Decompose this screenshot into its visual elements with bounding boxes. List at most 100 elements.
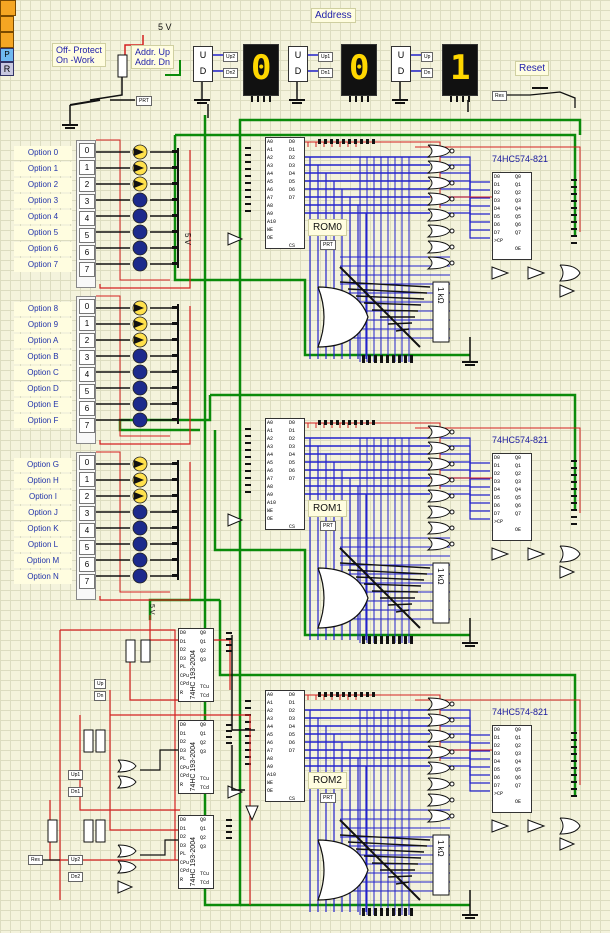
switch-key[interactable]: 4 <box>79 211 95 226</box>
switch-key[interactable]: 3 <box>79 506 95 521</box>
counter-tag[interactable]: Dn1 <box>68 787 84 797</box>
switch-key[interactable]: 5 <box>79 384 95 399</box>
pin-tick <box>360 420 363 425</box>
pin-tick <box>172 418 178 421</box>
resistor <box>47 819 58 843</box>
counter-tag[interactable]: Up1 <box>68 770 84 780</box>
power-node[interactable] <box>0 16 14 32</box>
or-gate <box>426 537 451 551</box>
switch-key[interactable]: 4 <box>79 367 95 382</box>
dip-switch[interactable]: 0 1 2 3 4 5 6 7 <box>76 296 96 444</box>
latch-pin-label: D7 <box>494 783 501 789</box>
pin-tick <box>172 214 178 217</box>
dip-switch[interactable]: 0 1 2 3 4 5 6 7 <box>76 452 96 600</box>
counter-pin-label: Q1 <box>200 826 207 832</box>
r-button[interactable]: R <box>0 62 14 76</box>
option-label: Option A <box>14 334 72 348</box>
counter-tag[interactable]: Up <box>421 52 434 62</box>
pin-tick <box>372 139 375 144</box>
switch-key[interactable]: 7 <box>79 262 95 277</box>
pin-tick <box>342 692 345 697</box>
prt-tag[interactable]: PRT <box>320 240 336 250</box>
latch-pin-label: D2 <box>494 471 501 477</box>
switch-key[interactable]: 1 <box>79 316 95 331</box>
option-label: Option 0 <box>14 146 72 160</box>
counter-tag[interactable]: Dn2 <box>223 68 239 78</box>
pin-tick <box>571 788 577 790</box>
or-gate <box>426 713 451 727</box>
pin-tick <box>245 477 251 479</box>
option-label: Option E <box>14 398 72 412</box>
prt-tag[interactable]: PRT <box>136 96 152 106</box>
switch-key[interactable]: 2 <box>79 333 95 348</box>
power-node[interactable] <box>0 0 16 16</box>
switch-key[interactable]: 6 <box>79 245 95 260</box>
switch-key[interactable]: 2 <box>79 177 95 192</box>
switch-key[interactable]: 0 <box>79 455 95 470</box>
switch-key[interactable]: 0 <box>79 299 95 314</box>
bus-wire <box>165 60 181 76</box>
gate-bubble <box>449 733 455 739</box>
pin-tick <box>324 692 327 697</box>
pin-tick <box>263 94 265 102</box>
switch-key[interactable]: 5 <box>79 228 95 243</box>
latch-pin-label: D0 <box>494 455 501 461</box>
counter-pin-label: Q2 <box>200 740 207 746</box>
switch-key[interactable]: 3 <box>79 350 95 365</box>
reset-tag[interactable]: Res <box>28 855 43 865</box>
rom-pin-label: D2 <box>289 436 296 442</box>
prt-tag[interactable]: PRT <box>320 521 336 531</box>
counter-pin-label: D0 <box>180 630 187 636</box>
switch-key[interactable]: 5 <box>79 540 95 555</box>
switch-key[interactable]: 4 <box>79 523 95 538</box>
dip-switch[interactable]: 0 1 2 3 4 5 6 7 <box>76 140 96 288</box>
pin-tick <box>172 370 178 373</box>
pin-tick <box>571 214 577 216</box>
reset-tag[interactable]: Res <box>492 91 507 101</box>
counter-tag[interactable]: Up2 <box>68 855 84 865</box>
switch-key[interactable]: 7 <box>79 418 95 433</box>
counter-tag[interactable]: Dn1 <box>318 68 334 78</box>
pin-tick <box>245 749 251 751</box>
counter-tag[interactable]: Up <box>94 679 107 689</box>
switch-key[interactable]: 2 <box>79 489 95 504</box>
counter-tag[interactable]: Up1 <box>318 52 334 62</box>
rom-pin-label: A3 <box>267 444 274 450</box>
latch-title: 74HC574-821 <box>492 435 549 445</box>
diode-symbol <box>134 320 144 328</box>
switch-key[interactable]: 1 <box>79 160 95 175</box>
option-label: Option M <box>14 554 72 568</box>
gate-bubble <box>449 212 455 218</box>
pin-tick <box>571 509 577 511</box>
red-wire <box>315 694 441 721</box>
resistor-tick <box>368 636 371 644</box>
power-node[interactable] <box>0 32 14 48</box>
counter-tag[interactable]: Dn <box>421 68 434 78</box>
pin-tick <box>226 644 232 646</box>
counter-tag[interactable]: Dn <box>94 691 107 701</box>
pin-tick <box>269 94 271 102</box>
diag-wire <box>387 603 413 606</box>
rom-pin-label: A2 <box>267 155 274 161</box>
prt-tag[interactable]: PRT <box>320 793 336 803</box>
counter-pin-label: D2 <box>180 647 187 653</box>
gate-bubble <box>449 525 455 531</box>
pin-tick <box>342 420 345 425</box>
switch-key[interactable]: 3 <box>79 194 95 209</box>
latch-pin-label: Q3 <box>515 198 522 204</box>
counter-tag[interactable]: Up2 <box>223 52 239 62</box>
red-wire <box>79 715 180 811</box>
rom-chip <box>265 137 305 249</box>
p-button[interactable]: P <box>0 48 14 62</box>
switch-key[interactable]: 0 <box>79 143 95 158</box>
red-wire <box>110 714 251 905</box>
switch-key[interactable]: 6 <box>79 401 95 416</box>
switch-key[interactable]: 1 <box>79 472 95 487</box>
red-wire <box>331 694 441 737</box>
switch-key[interactable]: 7 <box>79 574 95 589</box>
switch-key[interactable]: 6 <box>79 557 95 572</box>
counter-tag[interactable]: Dn2 <box>68 872 84 882</box>
pin-tick <box>245 470 251 472</box>
pin-tick <box>226 632 232 634</box>
